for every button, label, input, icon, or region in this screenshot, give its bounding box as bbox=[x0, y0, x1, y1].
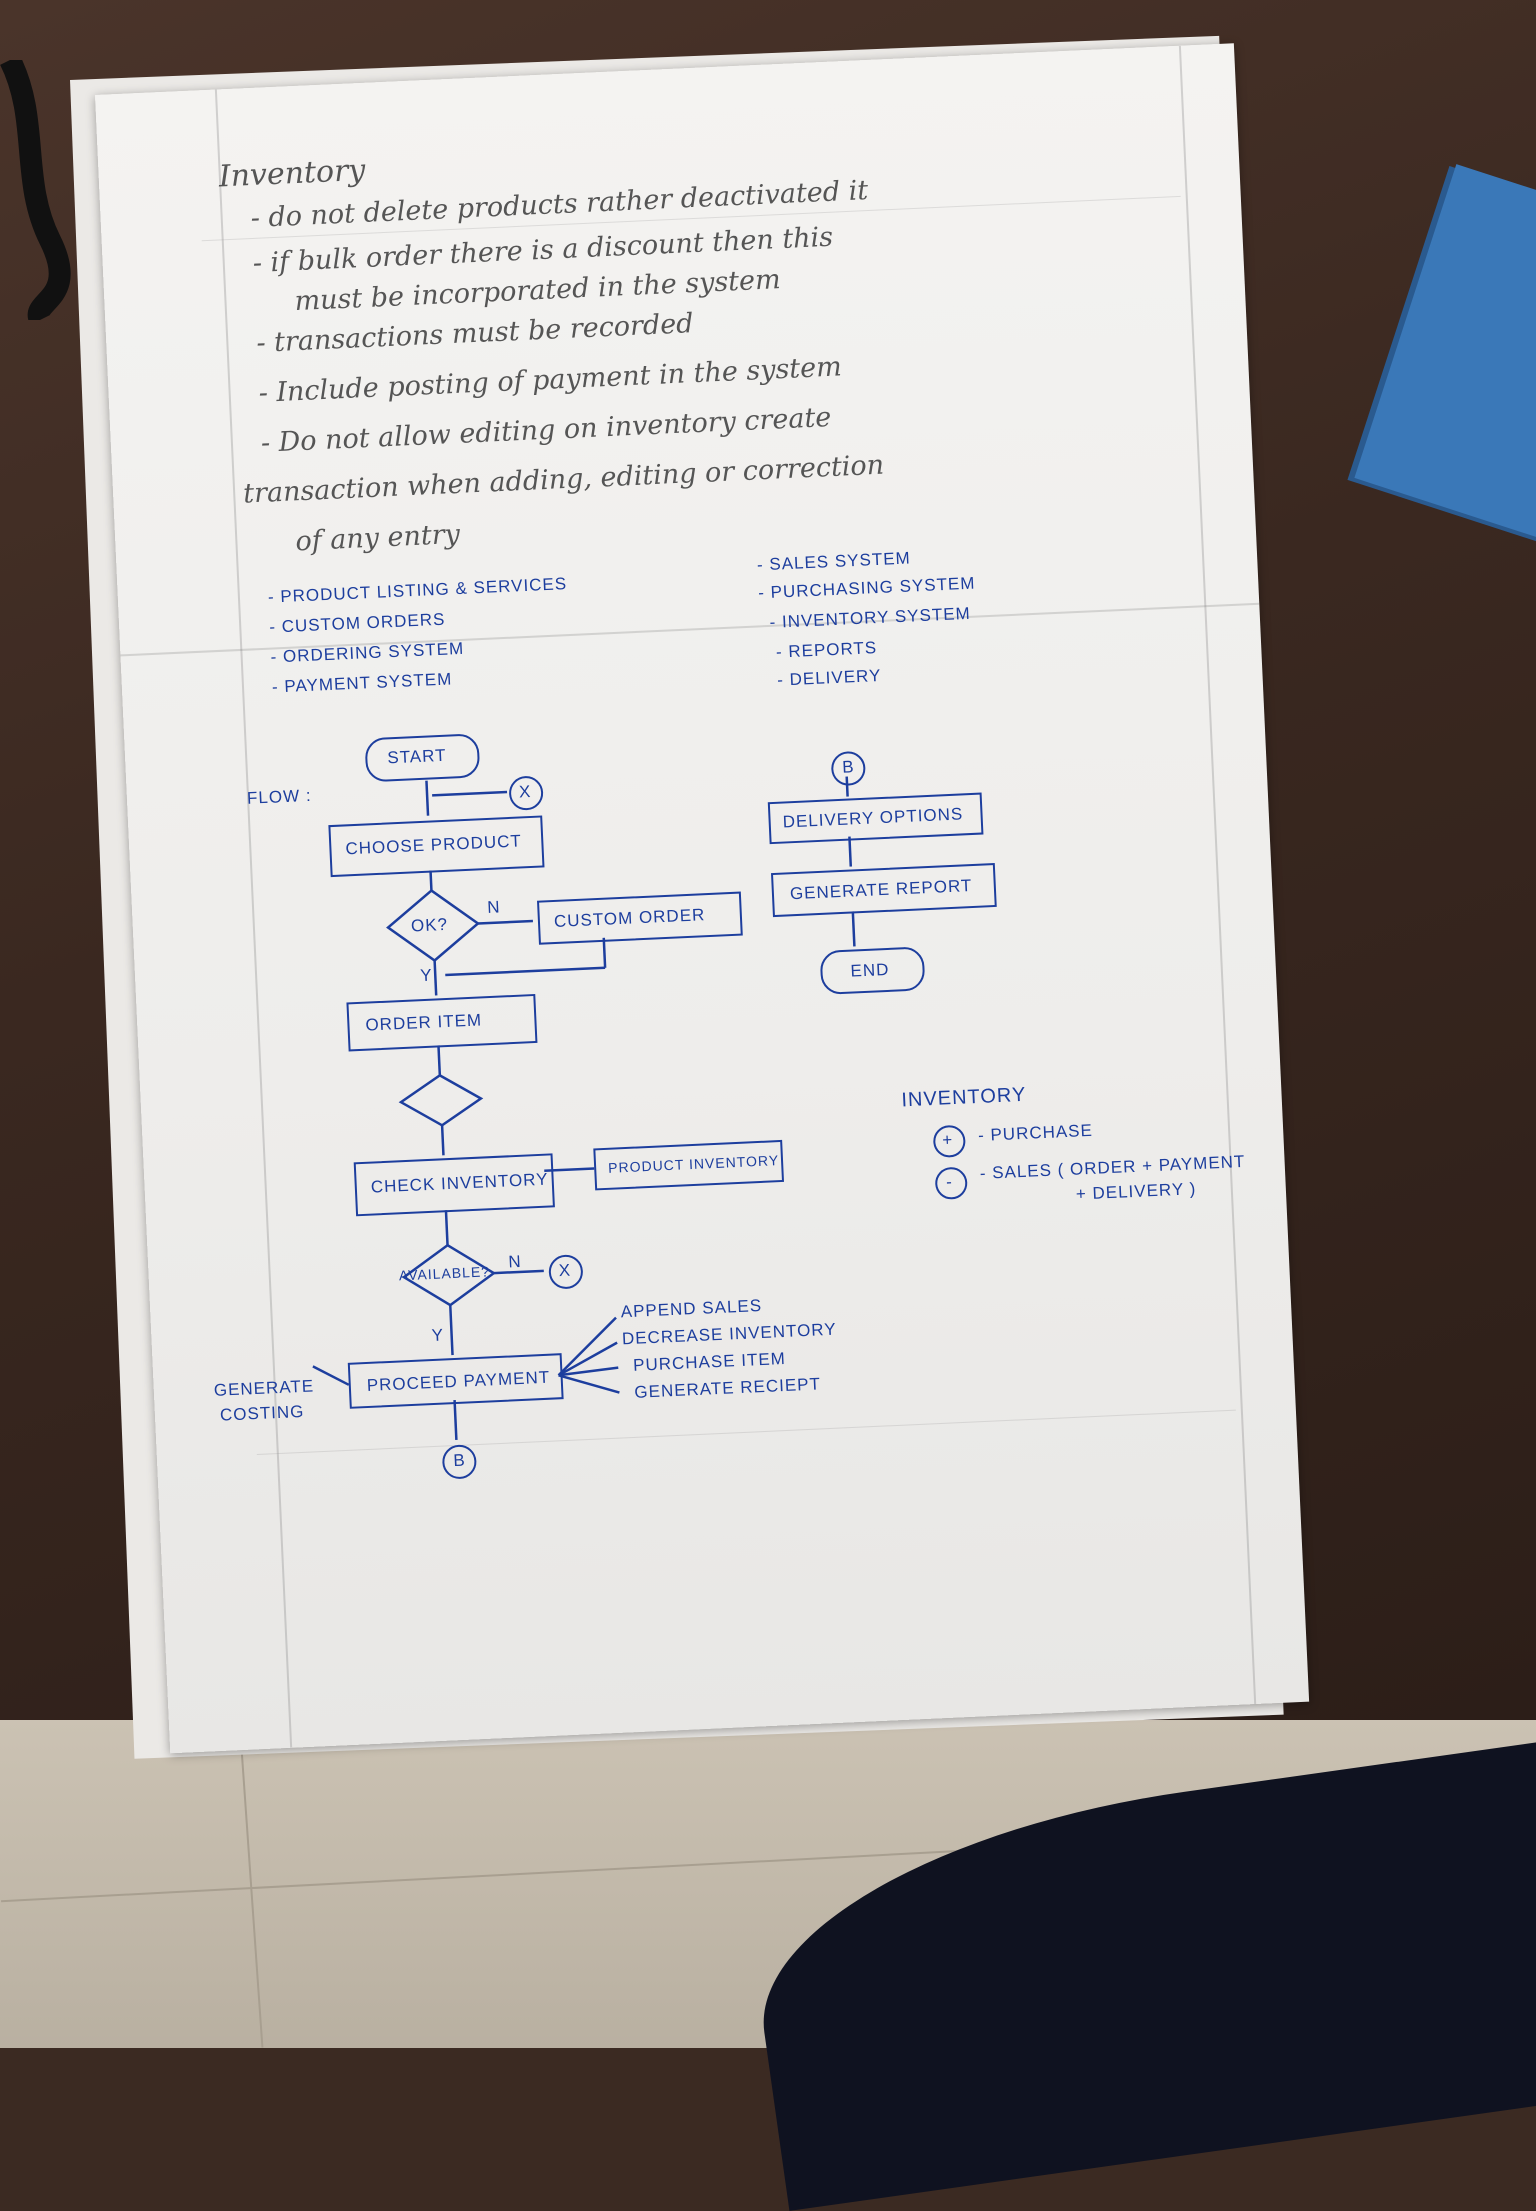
proceed-payment-label: PROCEED PAYMENT bbox=[366, 1367, 551, 1395]
flow-custom-order-node: CUSTOM ORDER bbox=[537, 891, 743, 945]
generate-costing-label: COSTING bbox=[219, 1401, 305, 1425]
connector-b-label: B bbox=[841, 757, 856, 777]
custom-order-label: CUSTOM ORDER bbox=[553, 905, 706, 932]
delivery-options-label: DELIVERY OPTIONS bbox=[782, 804, 964, 832]
end-label: END bbox=[850, 959, 890, 981]
flow-start-node: START bbox=[364, 733, 481, 783]
flow-proceed-payment-node: PROCEED PAYMENT bbox=[347, 1353, 564, 1409]
y-label: Y bbox=[431, 1325, 445, 1345]
generate-report-label: GENERATE REPORT bbox=[789, 876, 973, 904]
plus-symbol: + bbox=[941, 1130, 954, 1150]
power-cable bbox=[0, 60, 71, 320]
check-inventory-label: CHECK INVENTORY bbox=[370, 1169, 549, 1197]
choose-product-label: CHOOSE PRODUCT bbox=[345, 831, 523, 859]
order-item-label: ORDER ITEM bbox=[365, 1010, 483, 1035]
n-label: N bbox=[486, 897, 501, 918]
product-inventory-label: PRODUCT INVENTORY bbox=[607, 1152, 780, 1176]
paper-sheet: Inventory - do not delete products rathe… bbox=[95, 43, 1310, 1754]
flow-product-inventory-node: PRODUCT INVENTORY bbox=[593, 1139, 785, 1191]
n-label: N bbox=[507, 1251, 523, 1272]
connector-x-label: X bbox=[518, 781, 532, 802]
flow-end-node: END bbox=[819, 946, 926, 995]
flow-start-label: START bbox=[386, 745, 447, 768]
flow-check-inventory-node: CHECK INVENTORY bbox=[353, 1153, 555, 1217]
flow-order-item-node: ORDER ITEM bbox=[346, 993, 538, 1052]
y-label: Y bbox=[419, 965, 434, 986]
connector-b-label: B bbox=[452, 1450, 467, 1471]
connector-x-label: X bbox=[558, 1260, 572, 1281]
ok-decision-label: OK? bbox=[410, 914, 449, 936]
flowchart-connectors bbox=[312, 776, 856, 1441]
flow-choose-product-node: CHOOSE PRODUCT bbox=[328, 815, 545, 878]
flow-label: FLOW : bbox=[246, 785, 312, 808]
minus-symbol: - bbox=[945, 1172, 954, 1192]
